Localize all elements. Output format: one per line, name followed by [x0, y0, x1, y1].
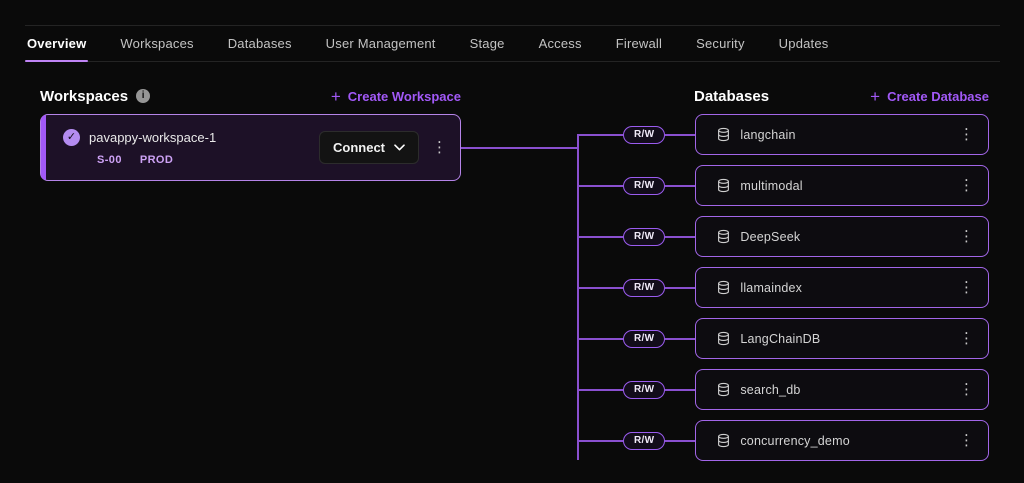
database-icon	[718, 229, 730, 244]
database-kebab-menu-icon[interactable]: ⋮	[959, 381, 974, 398]
database-row: R/W multimodal ⋮	[577, 165, 989, 206]
database-card[interactable]: search_db ⋮	[695, 369, 989, 410]
database-row: R/W langchain ⋮	[577, 114, 989, 155]
database-name: DeepSeek	[740, 229, 801, 244]
workspace-card[interactable]: ✓ pavappy-workspace-1 S-00 PROD Connect …	[40, 114, 461, 181]
tab-security[interactable]: Security	[696, 36, 745, 51]
info-icon[interactable]: i	[136, 89, 151, 103]
connector-line	[577, 388, 623, 391]
access-mode-badge: R/W	[623, 431, 666, 450]
connector-line	[665, 133, 696, 136]
create-workspace-label: Create Workspace	[347, 88, 461, 104]
database-row: R/W DeepSeek ⋮	[577, 216, 989, 257]
database-kebab-menu-icon[interactable]: ⋮	[959, 279, 974, 296]
connector-line	[577, 337, 623, 340]
create-workspace-button[interactable]: + Create Workspace	[331, 88, 461, 105]
database-row: R/W concurrency_demo ⋮	[577, 420, 989, 461]
connector-line	[577, 439, 623, 442]
database-card[interactable]: llamaindex ⋮	[695, 267, 989, 308]
plus-icon: +	[330, 86, 341, 106]
database-icon	[718, 382, 730, 397]
chevron-down-icon	[394, 144, 405, 151]
access-mode-badge: R/W	[623, 176, 666, 195]
create-database-button[interactable]: + Create Database	[870, 88, 989, 105]
databases-section-header: Databases + Create Database	[694, 86, 989, 106]
tab-firewall[interactable]: Firewall	[615, 36, 663, 51]
connector-line	[665, 388, 696, 391]
workspaces-section-header: Workspaces i + Create Workspace	[40, 86, 461, 106]
database-card[interactable]: concurrency_demo ⋮	[695, 420, 989, 461]
database-name: langchain	[740, 127, 796, 142]
database-kebab-menu-icon[interactable]: ⋮	[959, 126, 974, 143]
database-icon	[718, 178, 730, 193]
connect-button-label: Connect	[333, 140, 385, 155]
connector-line	[665, 235, 696, 238]
tab-user-management[interactable]: User Management	[325, 36, 436, 51]
connector-line	[577, 286, 623, 289]
database-kebab-menu-icon[interactable]: ⋮	[959, 330, 974, 347]
tab-access[interactable]: Access	[538, 36, 582, 51]
database-kebab-menu-icon[interactable]: ⋮	[959, 432, 974, 449]
database-card[interactable]: multimodal ⋮	[695, 165, 989, 206]
access-mode-badge: R/W	[623, 125, 666, 144]
database-name: concurrency_demo	[740, 433, 850, 448]
database-icon	[718, 331, 730, 346]
database-name: multimodal	[740, 178, 803, 193]
database-row: R/W llamaindex ⋮	[577, 267, 989, 308]
connector-line	[665, 439, 696, 442]
database-kebab-menu-icon[interactable]: ⋮	[959, 228, 974, 245]
access-mode-badge: R/W	[623, 278, 666, 297]
database-row: R/W search_db ⋮	[577, 369, 989, 410]
connector-line	[665, 286, 696, 289]
workspace-trunk-connector-line	[461, 147, 577, 149]
tab-databases[interactable]: Databases	[227, 36, 292, 51]
connector-line	[577, 235, 623, 238]
database-kebab-menu-icon[interactable]: ⋮	[959, 177, 974, 194]
connect-button[interactable]: Connect	[319, 131, 419, 164]
plus-icon: +	[870, 86, 881, 106]
trunk-connector-line	[577, 134, 579, 460]
database-card[interactable]: LangChainDB ⋮	[695, 318, 989, 359]
database-icon	[718, 280, 730, 295]
database-name: search_db	[740, 382, 801, 397]
tab-workspaces[interactable]: Workspaces	[120, 36, 194, 51]
workspace-active-check-icon: ✓	[63, 129, 80, 146]
access-mode-badge: R/W	[623, 329, 666, 348]
workspace-size-badge: S-00	[97, 154, 122, 166]
connector-line	[577, 133, 623, 136]
access-mode-badge: R/W	[623, 380, 666, 399]
workspace-env-badge: PROD	[139, 154, 174, 166]
connector-line	[665, 337, 696, 340]
workspace-name: pavappy-workspace-1	[89, 130, 217, 145]
database-name: llamaindex	[740, 280, 803, 295]
database-name: LangChainDB	[740, 331, 821, 346]
database-card[interactable]: DeepSeek ⋮	[695, 216, 989, 257]
tab-overview[interactable]: Overview	[25, 26, 89, 62]
workspace-kebab-menu-icon[interactable]: ⋮	[432, 139, 447, 156]
connector-line	[665, 184, 696, 187]
tab-updates[interactable]: Updates	[778, 36, 829, 51]
database-card[interactable]: langchain ⋮	[695, 114, 989, 155]
workspaces-section-title: Workspaces	[40, 87, 129, 105]
connector-line	[577, 184, 623, 187]
database-row: R/W LangChainDB ⋮	[577, 318, 989, 359]
database-icon	[718, 433, 730, 448]
create-database-label: Create Database	[887, 88, 989, 104]
workspace-accent-bar	[41, 115, 46, 180]
workspace-card-main: ✓ pavappy-workspace-1 S-00 PROD	[41, 129, 319, 166]
tab-bar: Overview Workspaces Databases User Manageme…	[25, 25, 1000, 62]
tab-stage[interactable]: Stage	[469, 36, 505, 51]
access-mode-badge: R/W	[623, 227, 666, 246]
databases-section-title: Databases	[694, 87, 770, 105]
database-icon	[718, 127, 730, 142]
